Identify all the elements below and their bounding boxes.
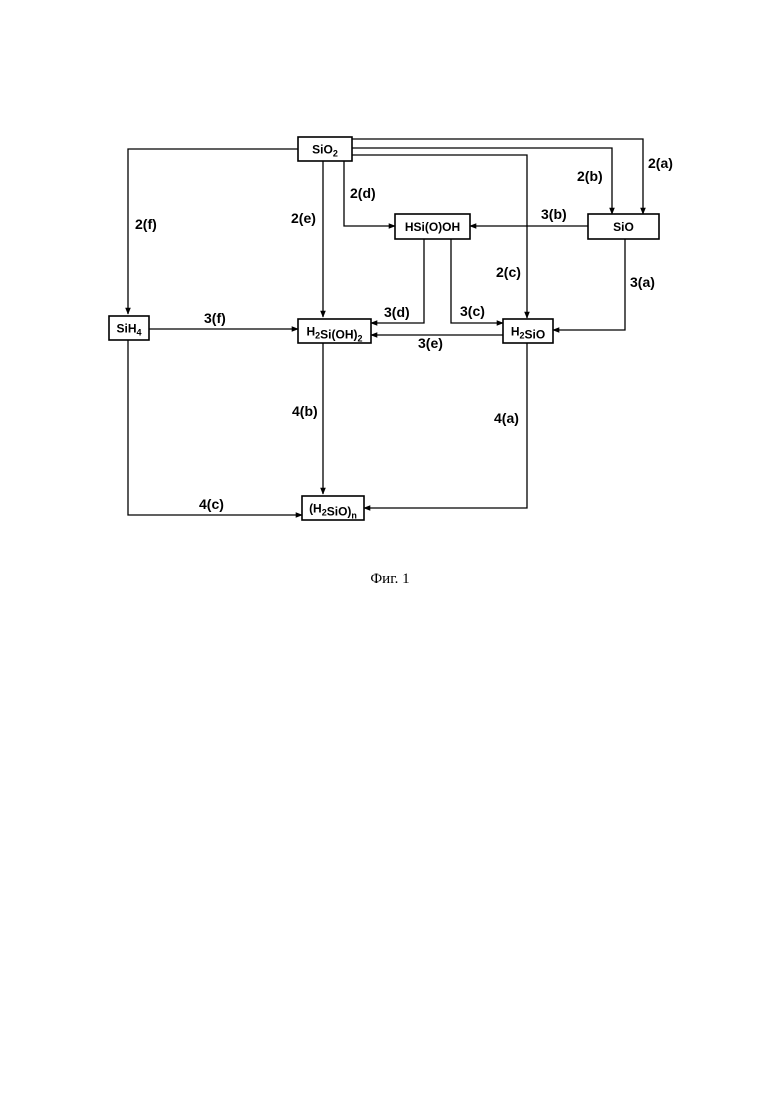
label-4b: 4(b): [292, 403, 318, 419]
label-3e: 3(e): [418, 335, 443, 351]
edge-4c: [128, 340, 302, 515]
label-2f: 2(f): [135, 216, 157, 232]
label-3f: 3(f): [204, 310, 226, 326]
figure-caption: Фиг. 1: [0, 571, 780, 588]
node-sio: SiO: [588, 214, 659, 239]
edge-2b: [352, 148, 612, 214]
node-h2sioh2: H2Si(OH)2: [298, 319, 371, 344]
label-3d: 3(d): [384, 304, 410, 320]
node-hsiooh-label: HSi(O)OH: [405, 220, 460, 234]
node-sih4: SiH4: [109, 316, 149, 340]
label-4a: 4(a): [494, 410, 519, 426]
node-sio2: SiO2: [298, 137, 352, 161]
label-2e: 2(e): [291, 210, 316, 226]
node-hsiooh: HSi(O)OH: [395, 214, 470, 239]
label-2c: 2(c): [496, 264, 521, 280]
label-3c: 3(c): [460, 303, 485, 319]
label-3b: 3(b): [541, 206, 567, 222]
label-4c: 4(c): [199, 496, 224, 512]
label-3a: 3(a): [630, 274, 655, 290]
label-2b: 2(b): [577, 168, 603, 184]
node-sio-label: SiO: [613, 220, 634, 234]
node-polymer: (H2SiO)n: [302, 496, 364, 521]
label-2d: 2(d): [350, 185, 376, 201]
node-h2sio: H2SiO: [503, 319, 553, 343]
edge-3a: [553, 239, 625, 330]
label-2a: 2(a): [648, 155, 673, 171]
